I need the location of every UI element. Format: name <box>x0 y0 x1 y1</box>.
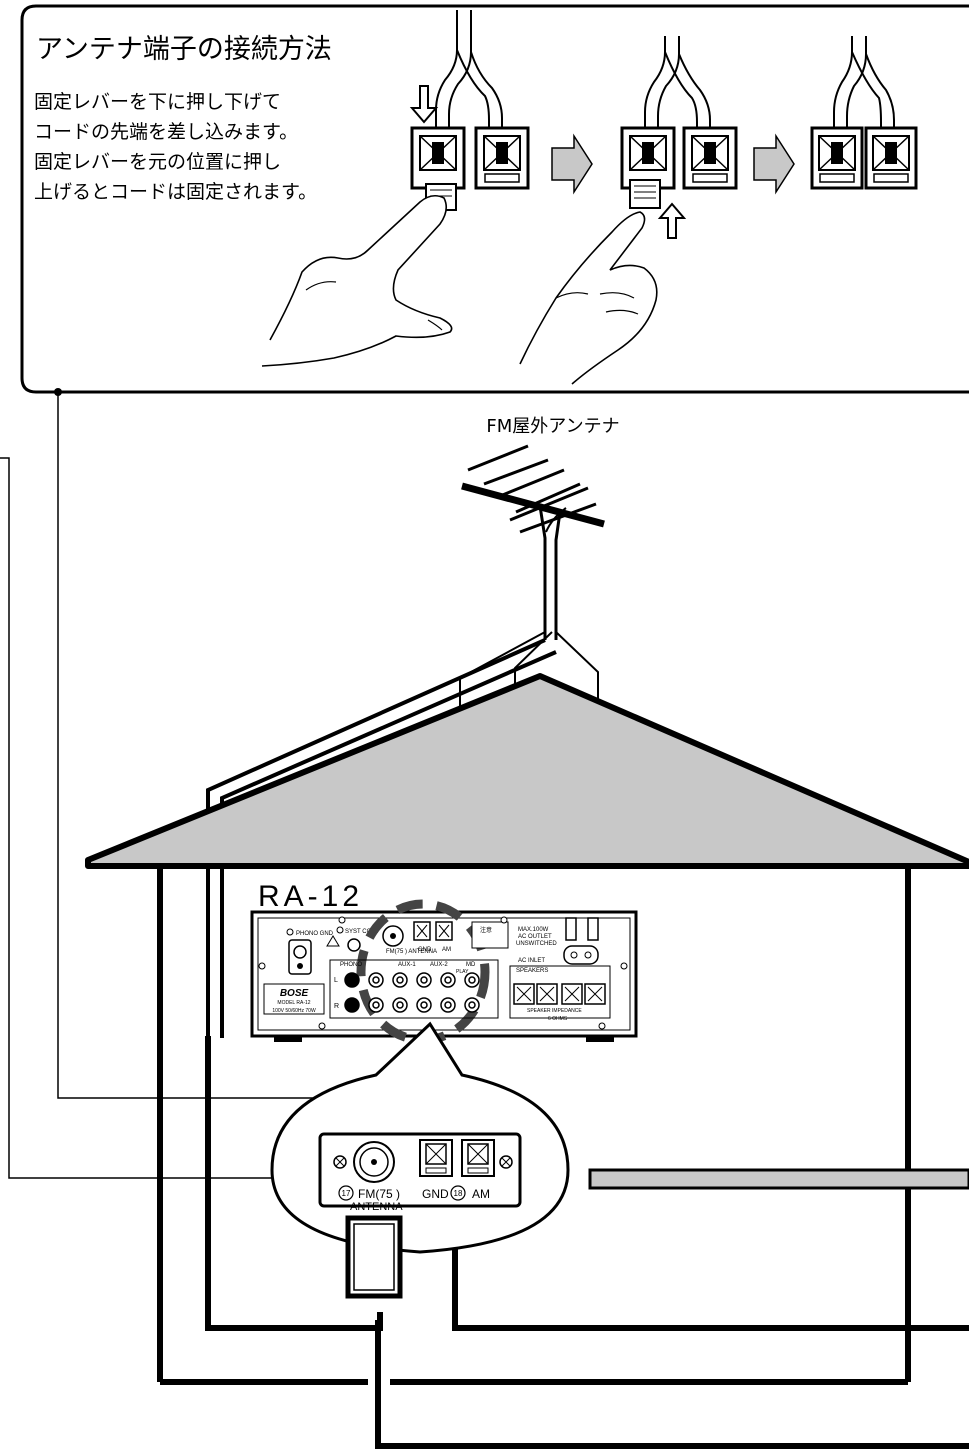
model-small-label: MODEL RA-12 <box>277 1000 310 1006</box>
aux1-label: AUX-1 <box>398 962 416 968</box>
speakers-label: SPEAKERS <box>516 968 548 974</box>
zoom-callout: 17 FM(75 ) ANTENNA GND 18 AM <box>272 1024 568 1252</box>
ac-inlet-label: AC INLET <box>518 958 545 964</box>
ra12-rear-panel: PHONO GND SYST CONT FM(75 ) ANTENNA GND … <box>252 904 636 1042</box>
notice-label: 注意 <box>480 926 492 934</box>
antenna-label: FM屋外アンテナ <box>486 416 619 437</box>
zoom-fm-label: FM(75 ) <box>358 1187 400 1201</box>
ch-l-label: L <box>334 977 338 984</box>
number-18: 18 <box>454 1189 463 1198</box>
am-loop-antenna <box>348 1218 400 1296</box>
instruction-panel: アンテナ端子の接続方法 固定レバーを下に押し下げて コードの先端を差し込みます。… <box>22 6 969 392</box>
instruction-line-4: 上げるとコードは固定されます。 <box>34 181 317 203</box>
panel-am-label: AM <box>442 947 451 953</box>
speaker-impedance-label: SPEAKER IMPEDANCE <box>527 1008 582 1014</box>
instruction-line-2: コードの先端を差し込みます。 <box>34 121 298 143</box>
aux2-label: AUX-2 <box>430 962 448 968</box>
md-label: MD <box>466 962 476 968</box>
instruction-line-1: 固定レバーを下に押し下げて <box>34 91 281 113</box>
rating-label: 100V 50/60Hz 70W <box>272 1008 316 1014</box>
shelf <box>590 1170 969 1188</box>
max-outlet-label: MAX.100W <box>518 927 549 933</box>
phono-label: PHONO <box>340 962 362 968</box>
number-17: 17 <box>342 1189 351 1198</box>
ac-outlet-label: AC OUTLET <box>518 934 552 940</box>
ohms-label: 6 OHMS <box>548 1016 568 1022</box>
zoom-gnd-label: GND <box>422 1187 449 1201</box>
zoom-am-label: AM <box>472 1187 490 1201</box>
model-label: RA-12 <box>258 880 363 913</box>
unswitched-label: UNSWITCHED <box>516 941 557 947</box>
house-roof <box>88 676 969 866</box>
phono-gnd-label: PHONO GND <box>296 931 334 937</box>
brand-logo: BOSE <box>280 988 309 999</box>
zoom-antenna-word: ANTENNA <box>350 1201 403 1213</box>
ch-r-label: R <box>334 1003 339 1010</box>
instruction-line-3: 固定レバーを元の位置に押し <box>34 151 281 173</box>
instruction-title: アンテナ端子の接続方法 <box>36 34 332 65</box>
panel-gnd-label: GND <box>418 947 432 953</box>
